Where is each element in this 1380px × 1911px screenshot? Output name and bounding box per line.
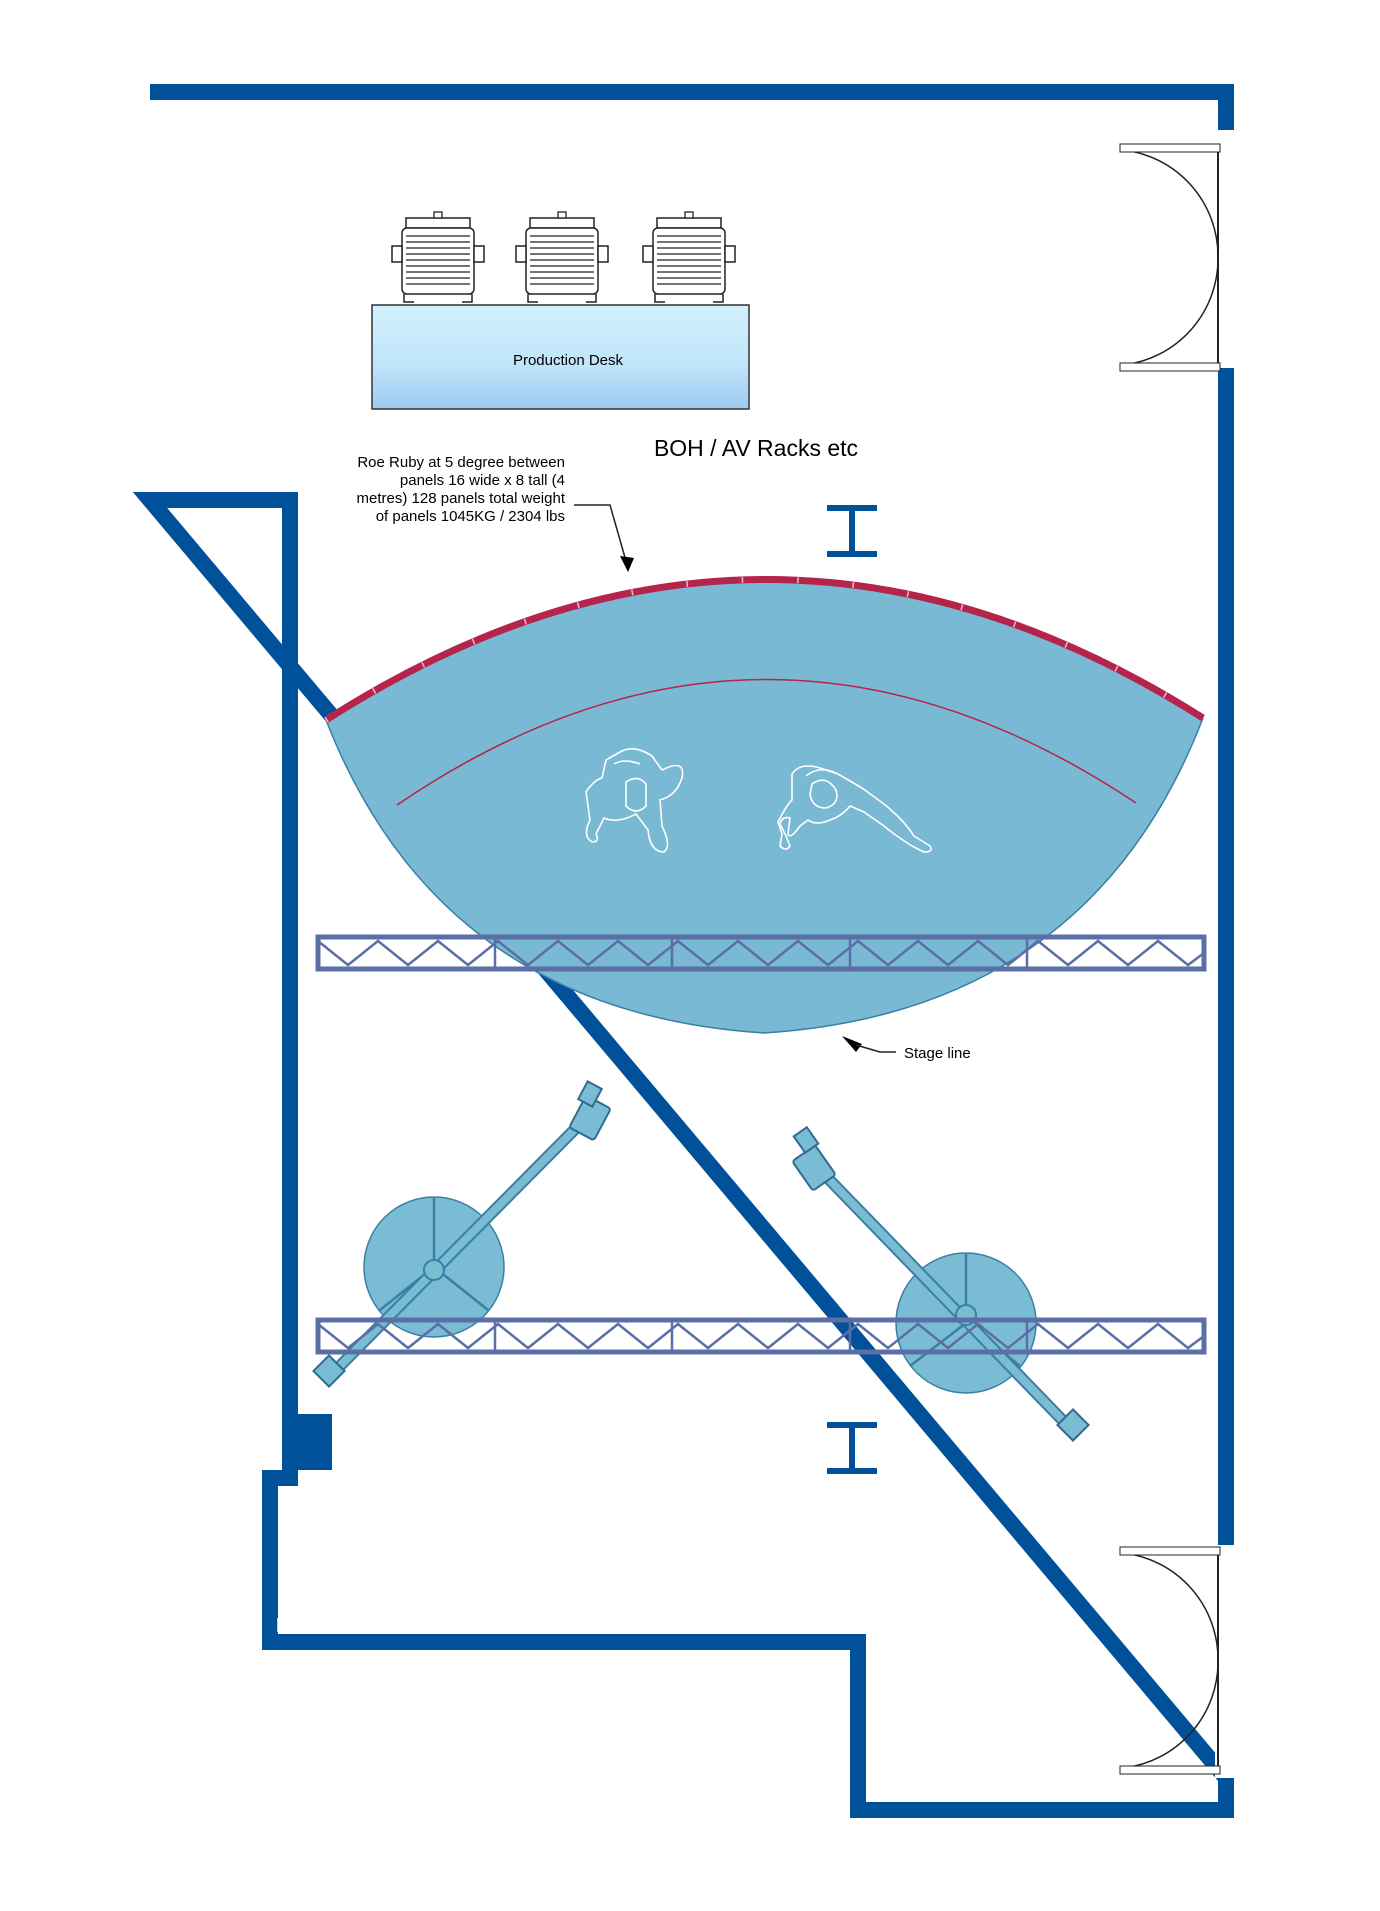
stage-line-label: Stage line — [904, 1045, 971, 1062]
door-bottom-right[interactable] — [1119, 1545, 1237, 1778]
production-desk: Production Desk — [371, 304, 750, 410]
led-wall-note: Roe Ruby at 5 degree between panels 16 w… — [357, 454, 566, 525]
wall-column — [282, 1414, 332, 1470]
person-topview-icon — [585, 748, 684, 853]
truss-icon — [315, 934, 1207, 972]
led-note-line: panels 16 wide x 8 tall (4 — [400, 472, 565, 489]
boh-label: BOH / AV Racks etc — [654, 435, 858, 461]
room-walls — [132, 84, 1234, 1818]
led-note-line: of panels 1045KG / 2304 lbs — [376, 508, 565, 525]
led-note-line: Roe Ruby at 5 degree between — [357, 454, 565, 471]
i-beam-icon — [827, 1422, 877, 1474]
camera-crane-icon — [312, 1080, 611, 1388]
person-topview-icon — [777, 765, 932, 853]
stage-inner-arc — [396, 678, 1137, 806]
led-note-leader — [574, 504, 629, 569]
chair-icon — [515, 211, 609, 303]
led-wall — [324, 576, 1205, 723]
stage-line-arrow — [842, 1036, 862, 1052]
chair-icon — [391, 211, 485, 303]
led-note-line: metres) 128 panels total weight — [357, 490, 566, 507]
i-beam-icon — [827, 505, 877, 557]
chair-icon — [642, 211, 736, 303]
camera-crane-icon — [792, 1125, 1090, 1442]
door-top-right[interactable] — [1119, 143, 1237, 372]
truss-icon — [315, 1317, 1207, 1355]
production-desk-label: Production Desk — [513, 352, 624, 369]
